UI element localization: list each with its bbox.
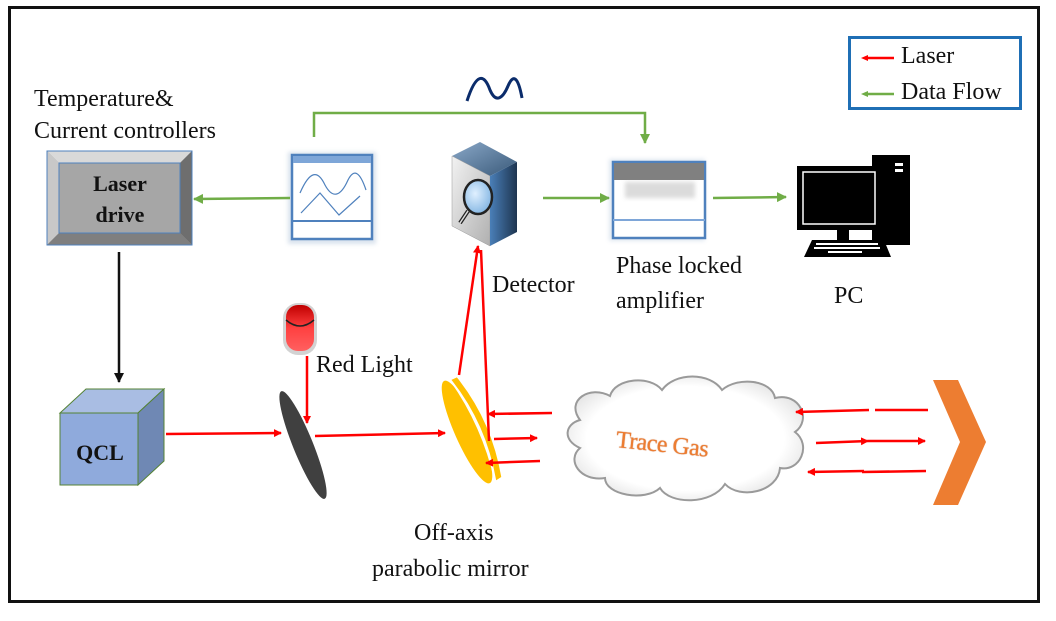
data-flow-arrow-to-pc [712, 192, 787, 203]
qcl-cube [58, 387, 166, 487]
beam-splitter [279, 391, 327, 499]
laser-beam-return-4 [807, 467, 865, 476]
laser-beam-return-3 [795, 407, 870, 416]
laser-beam-from-detector [479, 249, 491, 442]
red-arrow-icon [861, 55, 894, 61]
controllers-label-line1: Temperature& [34, 86, 174, 112]
legend-label: Laser [901, 43, 955, 69]
laser-beam-qcl [165, 429, 282, 438]
off-axis-parabolic-mirror [441, 377, 502, 484]
diagram-frame [8, 6, 1040, 603]
legend-label: Data Flow [901, 79, 1002, 105]
sine-wave-icon [299, 172, 367, 195]
data-flow-arrow-to-laser-drive [193, 193, 291, 204]
laser-beam-out-2 [815, 437, 869, 446]
mirror-label-line2: parabolic mirror [372, 556, 529, 582]
laser-beam-to-mirror [314, 429, 446, 438]
trace-gas-cloud [566, 375, 805, 502]
detector-icon [451, 142, 517, 247]
laser-beam-return-1 [487, 409, 553, 418]
laser-beam-seg [861, 469, 927, 474]
amplifier-label-line1: Phase locked [616, 253, 742, 279]
laser-drive-label: Laser drive [62, 168, 178, 230]
laser-beam-out [493, 434, 538, 443]
laser-beam-to-detector [457, 245, 481, 376]
retroreflector [933, 380, 986, 505]
laser-drive-label-line1: Laser [93, 171, 147, 196]
reference-signal-line [312, 111, 650, 144]
laser-drive-label-line2: drive [95, 202, 145, 227]
detector-label: Detector [492, 272, 575, 298]
red-light-icon [283, 303, 317, 355]
qcl-label: QCL [76, 440, 124, 465]
legend-item-data-flow: Data Flow [851, 77, 1019, 107]
pc-label: PC [834, 283, 864, 309]
amplifier-label-line2: amplifier [616, 288, 704, 314]
triangle-wave-icon [300, 192, 361, 216]
laser-beam-return-2 [485, 458, 541, 467]
green-arrow-icon [861, 91, 894, 97]
legend-item-laser: Laser [851, 41, 1019, 71]
pc-icon [797, 155, 910, 257]
lock-in-amplifier-window [609, 159, 707, 241]
red-light-label: Red Light [316, 352, 413, 378]
laser-drive-box [46, 150, 193, 246]
modulation-wave-icon [465, 77, 524, 102]
legend: Laser Data Flow [848, 36, 1022, 110]
signal-generator-window [288, 152, 376, 244]
mirror-label-line1: Off-axis [414, 520, 494, 546]
controllers-label-line2: Current controllers [34, 118, 216, 144]
